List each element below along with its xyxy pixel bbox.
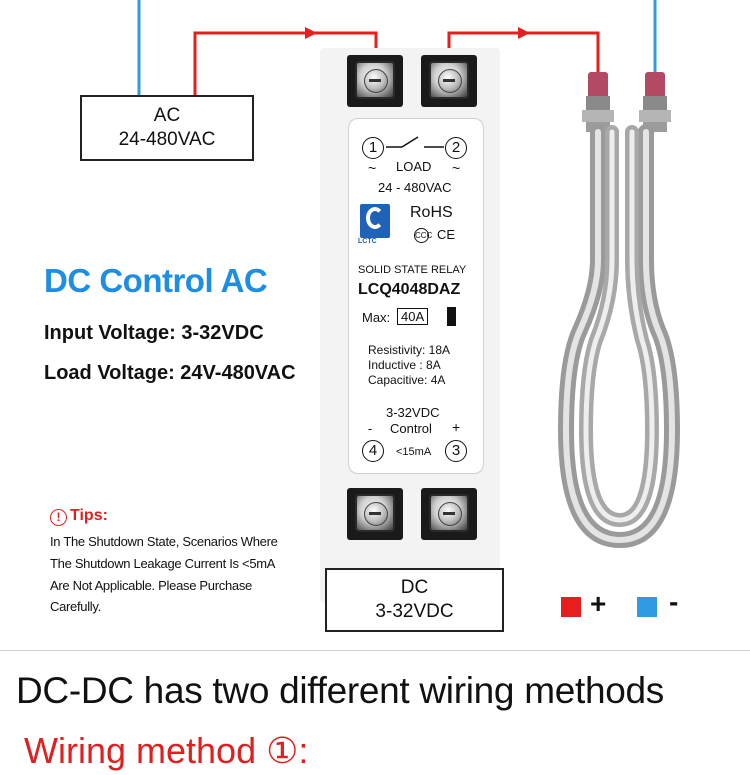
- legend-plus-label: +: [590, 588, 607, 619]
- plus-sign: +: [452, 419, 461, 435]
- arrow-red-2: [518, 27, 530, 39]
- dc-supply-label: DC: [400, 577, 429, 598]
- relay-type-label: SOLID STATE RELAY: [358, 264, 467, 276]
- tilde-right: ~: [452, 160, 461, 176]
- max-value: 40A: [397, 308, 429, 325]
- load-label: LOAD: [396, 159, 432, 174]
- legend-red-swatch: [561, 597, 581, 617]
- ac-supply-label: AC: [153, 105, 181, 126]
- tips-heading: !Tips:: [50, 507, 108, 526]
- load-voltage-label: 24 - 480VAC: [378, 180, 452, 195]
- wiring-diagram: [137, 0, 681, 570]
- dc-supply-box: DC 3-32VDC: [325, 568, 504, 632]
- tips-line-2: The Shutdown Leakage Current Is <5mA: [50, 556, 276, 571]
- dc-supply-voltage: 3-32VDC: [375, 601, 454, 622]
- minus-sign: -: [368, 421, 373, 436]
- main-heading: DC Control AC: [44, 262, 268, 299]
- terminal-2-label: 2: [445, 137, 467, 159]
- brand-label: LCTC: [358, 238, 377, 245]
- control-label: Control: [390, 421, 432, 436]
- tips-line-1: In The Shutdown State, Scenarios Where: [50, 534, 278, 549]
- legend-minus-label: -: [669, 586, 679, 617]
- resistivity-rating: Resistivity: 18A: [368, 343, 451, 357]
- ac-supply-voltage: 24-480VAC: [118, 129, 216, 150]
- lctc-logo-icon: [360, 204, 390, 238]
- ce-mark-icon: CE: [437, 227, 456, 242]
- control-current-label: <15mA: [396, 446, 432, 458]
- screw-icon: [429, 61, 469, 99]
- relay-label-face: [348, 118, 484, 474]
- arrow-red-1: [305, 27, 317, 39]
- divider: [0, 650, 750, 651]
- max-label: Max:: [362, 310, 391, 325]
- relay-model-label: LCQ4048DAZ: [358, 281, 461, 298]
- tips-line-4: Carefully.: [50, 599, 101, 614]
- terminal-4-label: 4: [362, 440, 384, 462]
- capacitive-rating: Capacitive: 4A: [368, 373, 446, 387]
- ccc-mark-icon: CCC: [414, 228, 432, 243]
- heater-element-icon: [557, 72, 681, 549]
- tips-line-3: Are Not Applicable. Please Purchase: [50, 578, 252, 593]
- switch-icon: [386, 136, 444, 148]
- rohs-label: RoHS: [410, 204, 453, 221]
- wiring-method-heading: Wiring method ①:: [24, 730, 309, 771]
- tips-label: Tips:: [70, 507, 108, 524]
- tilde-left: ~: [368, 160, 377, 176]
- ac-supply-box: AC 24-480VAC: [80, 95, 254, 161]
- indicator-led: [447, 307, 456, 326]
- inductive-rating: Inductive : 8A: [368, 358, 441, 372]
- terminal-3-label: 3: [445, 440, 467, 462]
- exclamation-circle-icon: !: [50, 509, 67, 526]
- screw-icon: [355, 494, 395, 532]
- screw-icon: [429, 494, 469, 532]
- load-voltage-spec: Load Voltage: 24V-480VAC: [44, 362, 296, 384]
- terminal-1-label: 1: [362, 137, 384, 159]
- screw-icon: [355, 61, 395, 99]
- control-voltage-label: 3-32VDC: [386, 405, 440, 420]
- section-title: DC-DC has two different wiring methods: [16, 670, 665, 711]
- input-voltage-spec: Input Voltage: 3-32VDC: [44, 322, 264, 344]
- legend-blue-swatch: [637, 597, 657, 617]
